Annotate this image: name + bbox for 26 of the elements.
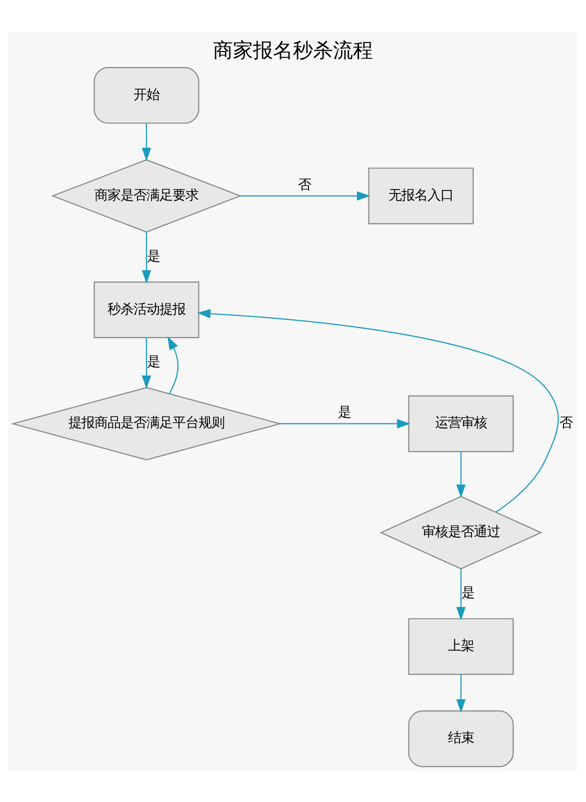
arrow	[280, 418, 410, 428]
arrow	[197, 308, 559, 512]
edge-label: 是	[147, 248, 160, 264]
node-box: 秒杀活动提报	[94, 280, 200, 338]
diagram-title: 商家报名秒杀流程	[213, 37, 373, 62]
arrow	[142, 337, 152, 388]
edge-label: 否	[559, 416, 572, 431]
node-diamond: 审核是否通过	[380, 495, 542, 569]
arrow	[167, 336, 179, 394]
node-diamond: 商家是否满足要求	[51, 158, 242, 232]
node-box: 无报名入口	[368, 167, 474, 224]
arrow	[142, 232, 152, 284]
arrow	[456, 451, 466, 498]
node-box: 上架	[408, 618, 514, 674]
node-box: 运营审核	[408, 394, 514, 452]
arrow	[142, 122, 152, 161]
edge-label: 是	[147, 354, 160, 370]
edge-label: 是	[462, 586, 475, 601]
arrow	[240, 190, 370, 200]
node-box: 结束	[408, 710, 514, 767]
node-diamond: 提报商品是否满足平台规则	[10, 386, 282, 460]
arrow	[456, 674, 466, 712]
node-box: 开始	[94, 66, 200, 124]
edge-label: 否	[298, 177, 312, 192]
edge-label: 是	[338, 405, 351, 420]
arrow	[456, 568, 466, 620]
